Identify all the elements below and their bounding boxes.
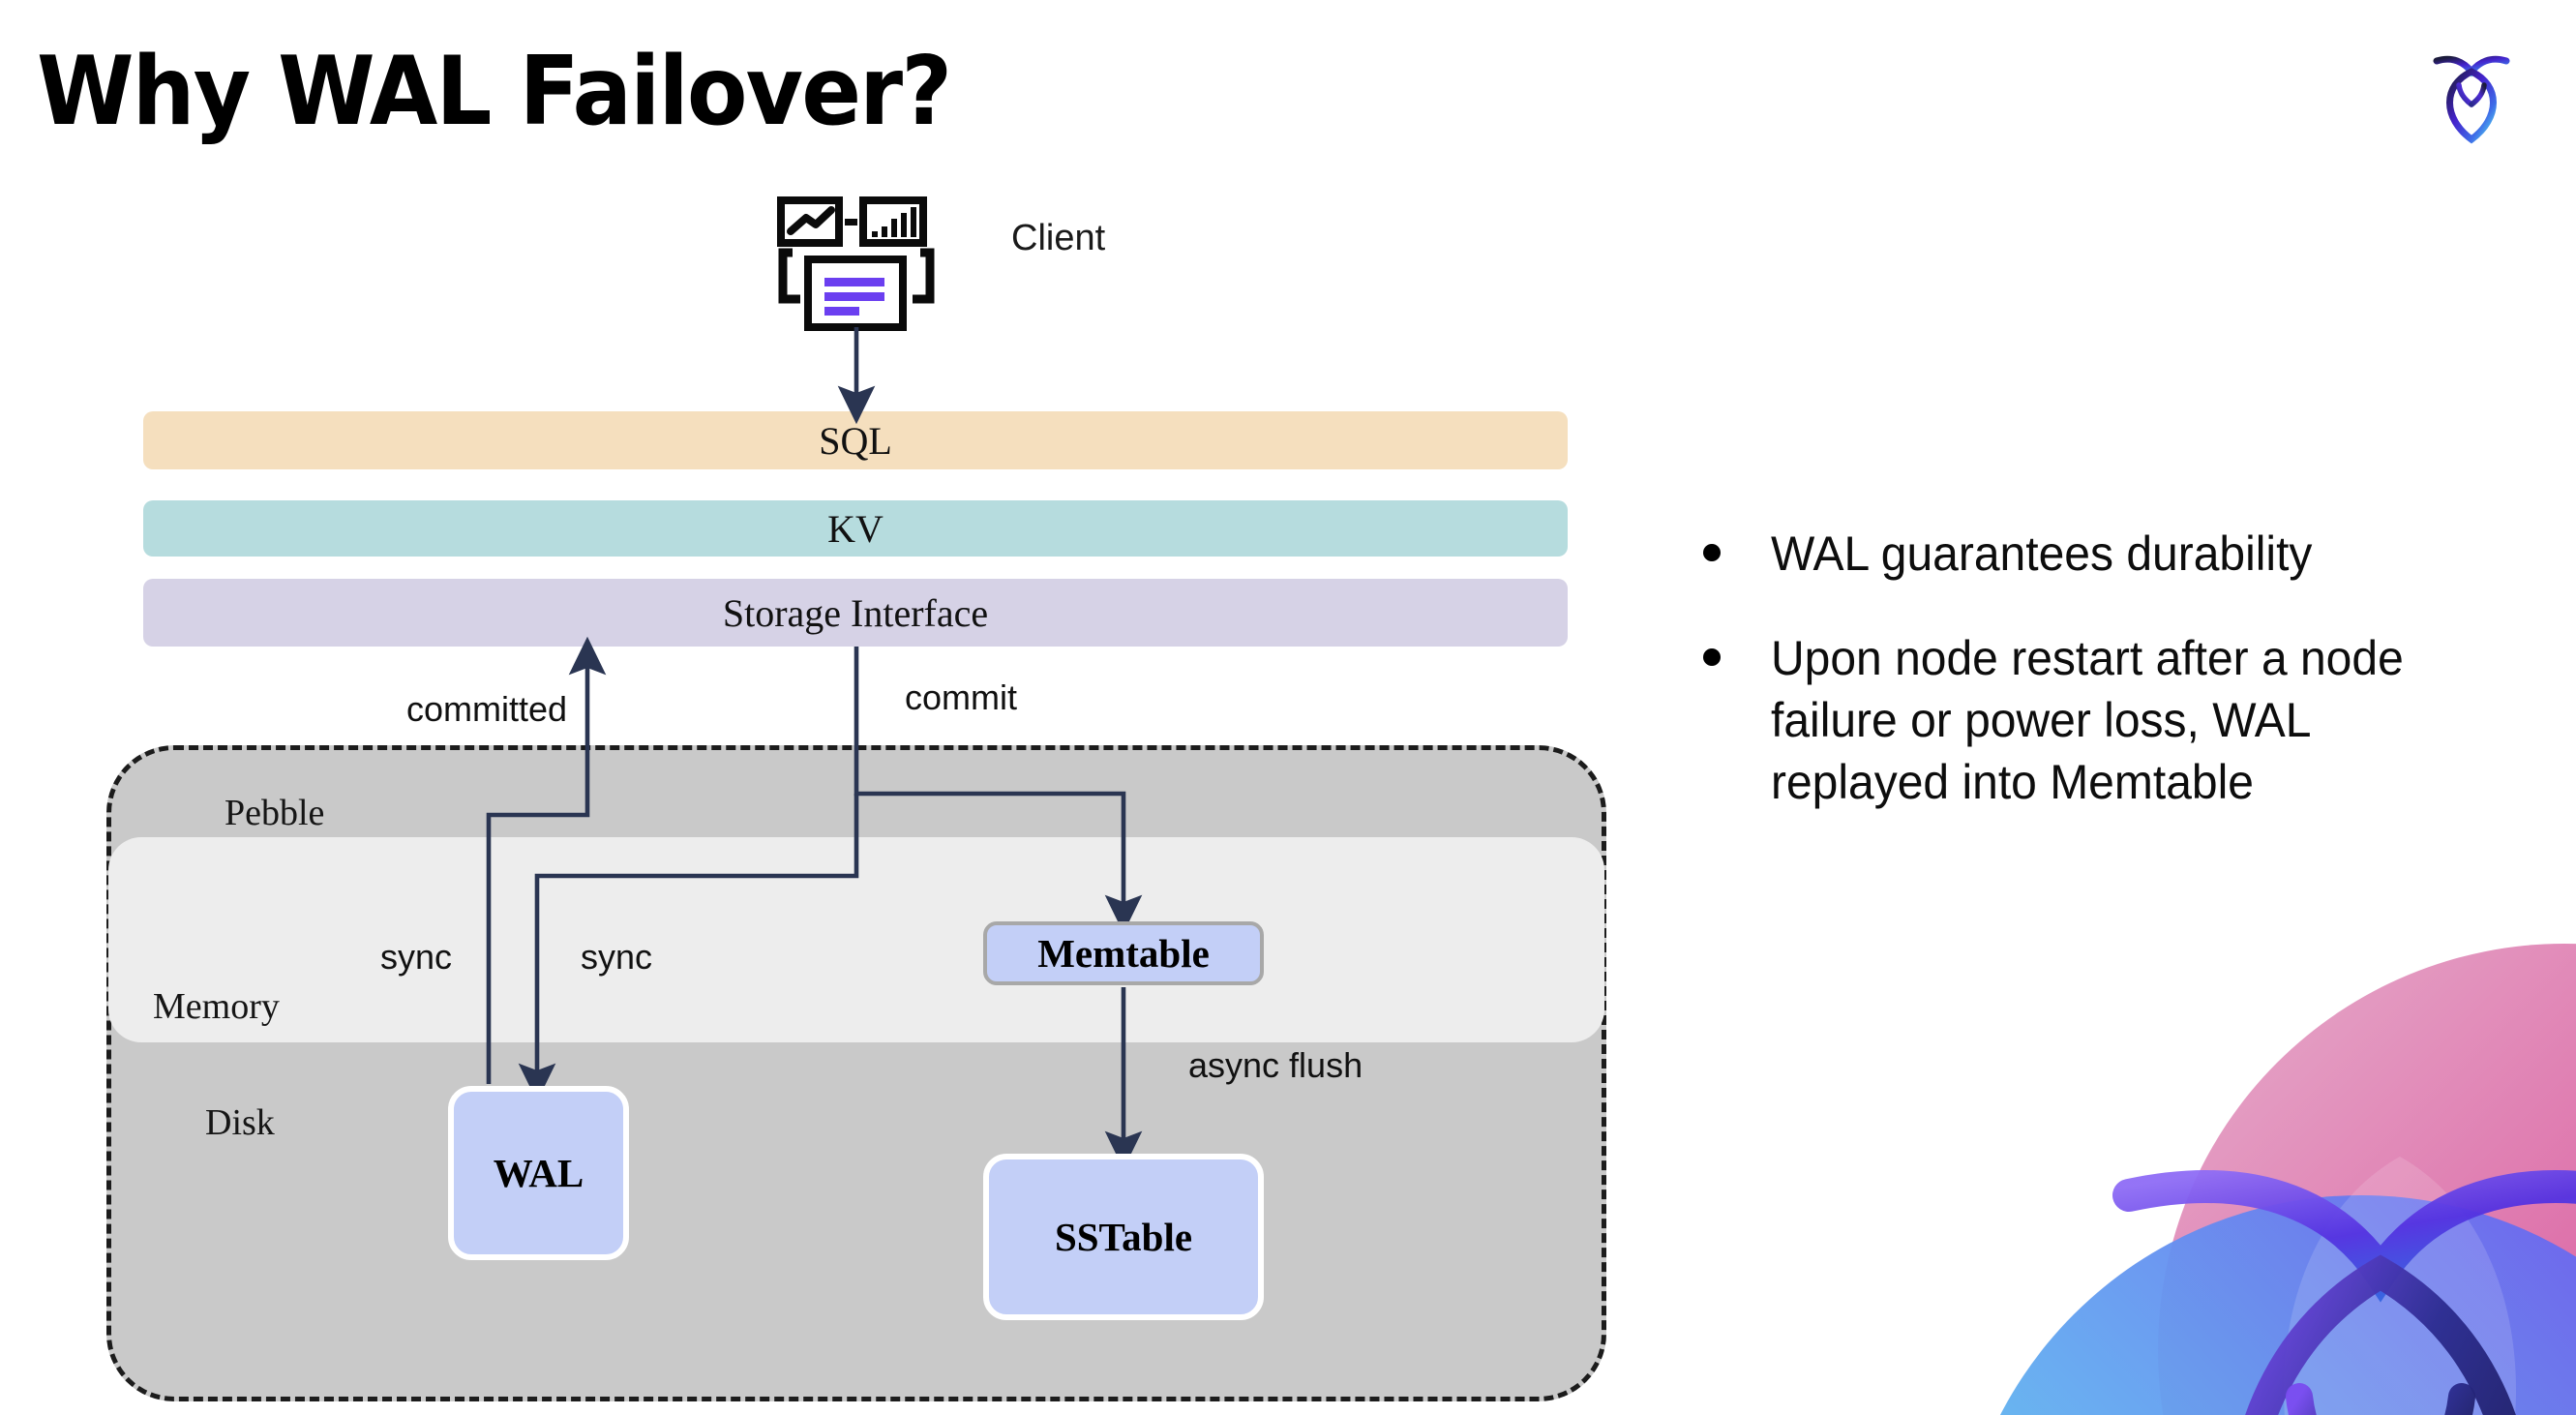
bullet-list: WAL guarantees durability Upon node rest…	[1703, 523, 2497, 856]
memory-zone-band	[108, 837, 1604, 1042]
edge-label-sync-left: sync	[380, 937, 453, 977]
layer-label-storage-interface: Storage Interface	[722, 590, 989, 635]
client-dashboard-icon	[777, 196, 935, 331]
list-item: Upon node restart after a node failure o…	[1703, 627, 2497, 813]
layer-bar-sql: SQL	[143, 411, 1568, 469]
bullet-dot-icon	[1703, 544, 1721, 561]
memory-zone-label: Memory	[153, 986, 280, 1027]
node-memtable: Memtable	[983, 921, 1264, 985]
list-item: WAL guarantees durability	[1703, 523, 2497, 585]
cockroachdb-logo-icon	[2433, 55, 2510, 144]
edge-label-commit: commit	[905, 677, 1017, 717]
node-label-memtable: Memtable	[1037, 931, 1210, 976]
node-label-wal: WAL	[493, 1151, 584, 1195]
edge-label-async-flush: async flush	[1188, 1045, 1363, 1085]
edge-label-committed: committed	[406, 689, 568, 729]
cockroachdb-watermark-decoration	[2000, 944, 2576, 1415]
node-label-sstable: SSTable	[1054, 1215, 1193, 1259]
node-sstable: SSTable	[983, 1154, 1264, 1320]
layer-label-sql: SQL	[819, 418, 892, 463]
layer-label-kv: KV	[827, 506, 884, 551]
node-wal: WAL	[448, 1086, 629, 1260]
layer-bar-kv: KV	[143, 500, 1568, 557]
page-title: Why WAL Failover?	[37, 37, 952, 147]
bullet-dot-icon	[1703, 648, 1721, 666]
client-label: Client	[1011, 218, 1106, 258]
edge-label-sync-right: sync	[581, 937, 653, 977]
architecture-diagram: Client SQL KV Storage Interface Pebble M…	[106, 196, 1606, 1401]
layer-bar-storage-interface: Storage Interface	[143, 579, 1568, 647]
bullet-text: WAL guarantees durability	[1771, 527, 2313, 581]
bullet-text: Upon node restart after a node failure o…	[1771, 631, 2404, 809]
disk-zone-label: Disk	[205, 1102, 275, 1143]
pebble-label: Pebble	[225, 793, 325, 833]
